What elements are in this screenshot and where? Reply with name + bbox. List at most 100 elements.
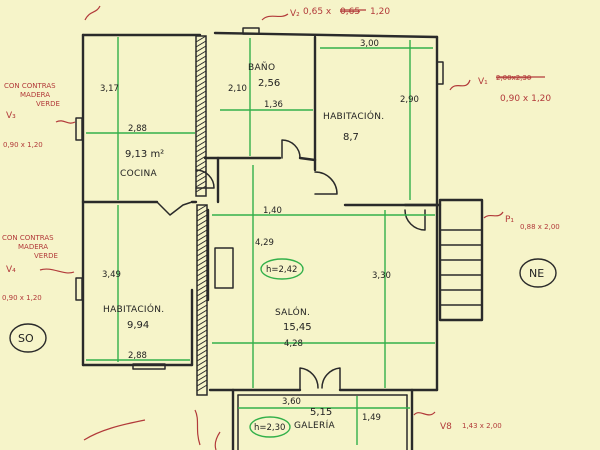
orientation-ne-label: NE [529, 267, 544, 280]
wall-hatch-line [196, 269, 208, 277]
wall-hatch-line [196, 249, 208, 257]
dim-galeria-width: 3,60 [282, 397, 301, 407]
wall-hatch-line [196, 299, 208, 307]
wall-hatch-line [196, 229, 208, 237]
room-area-salon: 15,45 [283, 322, 312, 333]
dim-hab2-height: 3,49 [102, 270, 121, 280]
wall-hatch-line [195, 80, 207, 88]
v1-size: 0,90 x 1,20 [500, 94, 551, 104]
wall-hatch-line [196, 344, 208, 352]
wall-hatch-line [196, 289, 208, 297]
dim-bano-width: 1,36 [264, 100, 283, 110]
wall-hatch-line [195, 145, 207, 153]
wall-hatch-line [196, 369, 208, 377]
dimension-labels: 3,17 2,88 2,10 1,36 3,00 2,90 1,40 4,29 … [100, 39, 419, 423]
dimension-lines [86, 37, 435, 445]
room-name-hab2: HABITACIÓN. [103, 303, 164, 315]
wall-hatch-line [195, 35, 207, 43]
dim-pasillo-height: 4,29 [255, 238, 274, 248]
wall-hatch-line [196, 284, 208, 292]
wall-hatch-line [196, 279, 208, 287]
wall-hatch-line [196, 244, 208, 252]
v3-note-1: CON CONTRAS [4, 82, 56, 90]
wall-hatch-line [196, 224, 208, 232]
wall-hatch-line [196, 239, 208, 247]
wall-hatch-line [195, 105, 207, 113]
wall-hatch-line [196, 334, 208, 342]
wall-hatch-line [196, 354, 208, 362]
room-labels: BAÑO 2,56 HABITACIÓN. 8,7 9,13 m² COCINA… [103, 62, 384, 431]
wall-hatch-line [195, 50, 207, 58]
room-name-hab1: HABITACIÓN. [323, 110, 384, 122]
p1-size: 0,88 x 2,00 [520, 223, 560, 231]
v2-size-b: 1,20 [370, 7, 390, 17]
dim-hab1-width: 3,00 [360, 39, 379, 49]
room-name-galeria: GALERÍA [294, 419, 336, 431]
wall-hatch-line [196, 264, 208, 272]
wall-hatch-line [195, 60, 207, 68]
wall-hatch-line [196, 274, 208, 282]
v3-size: 0,90 x 1,20 [3, 141, 43, 149]
doors [195, 139, 426, 391]
dim-cocina-width: 2,88 [128, 124, 147, 134]
p1-label: P₁ [505, 215, 514, 225]
room-name-bano: BAÑO [248, 62, 275, 73]
wall-hatch-line [195, 125, 207, 133]
wall-hatch-line [195, 85, 207, 93]
opening-annotations: V₂ 0,65 x 0,65 1,20 V₁ 2,00x2,30 0,90 x … [2, 5, 560, 450]
wall-hatch-line [195, 130, 207, 138]
wall-hatch-line [195, 140, 207, 148]
hatched-wall [195, 35, 208, 396]
room-area-cocina: 9,13 m² [125, 149, 164, 160]
dim-cocina-height: 3,17 [100, 84, 119, 94]
wall-hatch-line [196, 379, 208, 387]
wall-hatch-line [196, 384, 208, 392]
v4-size: 0,90 x 1,20 [2, 294, 42, 302]
wall-hatch-line [196, 304, 208, 312]
wall-hatch-line [196, 234, 208, 242]
wall-hatch-line [196, 294, 208, 302]
v3-label: V₃ [6, 111, 16, 121]
dim-pasillo-width: 1,40 [263, 206, 282, 216]
wall-hatch-line [195, 55, 207, 63]
dim-bano-height: 2,10 [228, 84, 247, 94]
ceiling-height-galeria: h=2,30 [254, 423, 285, 433]
room-name-salon: SALÓN. [275, 306, 310, 318]
wall-hatch-line [196, 319, 208, 327]
room-area-hab1: 8,7 [343, 132, 359, 143]
wall-hatch-line [196, 349, 208, 357]
v4-label: V₄ [6, 265, 16, 275]
orientation-so: SO [9, 323, 47, 353]
wall-hatch-line [195, 185, 207, 193]
room-name-cocina: COCINA [120, 169, 158, 179]
v4-note-2: MADERA [18, 243, 48, 251]
wall-hatch-line [195, 160, 207, 168]
wall-hatch-line [195, 135, 207, 143]
exterior-stairs [438, 198, 484, 322]
wall-hatch-line [195, 120, 207, 128]
window-markers [75, 27, 444, 370]
room-area-hab2: 9,94 [127, 320, 149, 331]
wall-hatch-line [196, 329, 208, 337]
wall-hatch-line [195, 40, 207, 48]
room-area-galeria: 5,15 [310, 407, 332, 418]
wall-hatch-line [195, 180, 207, 188]
wall-hatch-line [196, 214, 208, 222]
wall-hatch-line [195, 100, 207, 108]
v4-note-1: CON CONTRAS [2, 234, 54, 242]
wall-hatch-line [195, 175, 207, 183]
v3-note-2: MADERA [20, 91, 50, 99]
wall-hatch-line [195, 165, 207, 173]
v2-label: V₂ [290, 9, 300, 19]
wall-hatch-line [196, 364, 208, 372]
wall-hatch-line [195, 95, 207, 103]
wall-hatch-line [195, 45, 207, 53]
walls [81, 31, 442, 450]
wall-hatch-line [196, 204, 208, 212]
v3-note-3: VERDE [36, 100, 60, 108]
wall-hatch-line [195, 155, 207, 163]
orientation-ne: NE [519, 258, 557, 288]
orientation-so-label: SO [18, 332, 34, 345]
orientation-markers: NE SO [9, 258, 557, 353]
